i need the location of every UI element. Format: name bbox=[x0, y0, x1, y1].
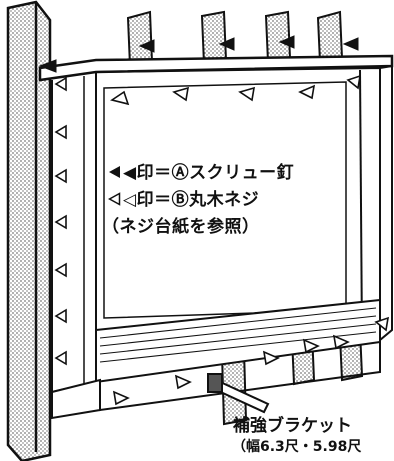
bracket-label-title: 補強ブラケット bbox=[233, 416, 352, 436]
legend-wood-screw-text: ◁印＝Ⓑ丸木ネジ bbox=[123, 190, 260, 210]
legend-screw-nail-text: ◀印＝Ⓐスクリュー釘 bbox=[123, 163, 295, 183]
reinforcement-bracket bbox=[207, 373, 270, 414]
window-frame bbox=[38, 54, 394, 420]
filled-triangle-icon bbox=[109, 166, 120, 178]
bracket-label-subtitle: （幅6.3尺・5.98尺 bbox=[232, 439, 362, 455]
outline-triangle-icon bbox=[107, 192, 121, 206]
legend-screw-nail: ◀印＝Ⓐスクリュー釘 bbox=[108, 158, 294, 183]
legend-note: （ネジ台紙を参照） bbox=[102, 212, 260, 237]
left-post bbox=[6, 0, 52, 461]
filled-triangle-markers bbox=[38, 35, 359, 73]
outline-triangle-markers bbox=[54, 74, 390, 406]
legend-note-text: （ネジ台紙を参照） bbox=[102, 217, 260, 237]
legend-wood-screw: ◁印＝Ⓑ丸木ネジ bbox=[107, 185, 260, 210]
